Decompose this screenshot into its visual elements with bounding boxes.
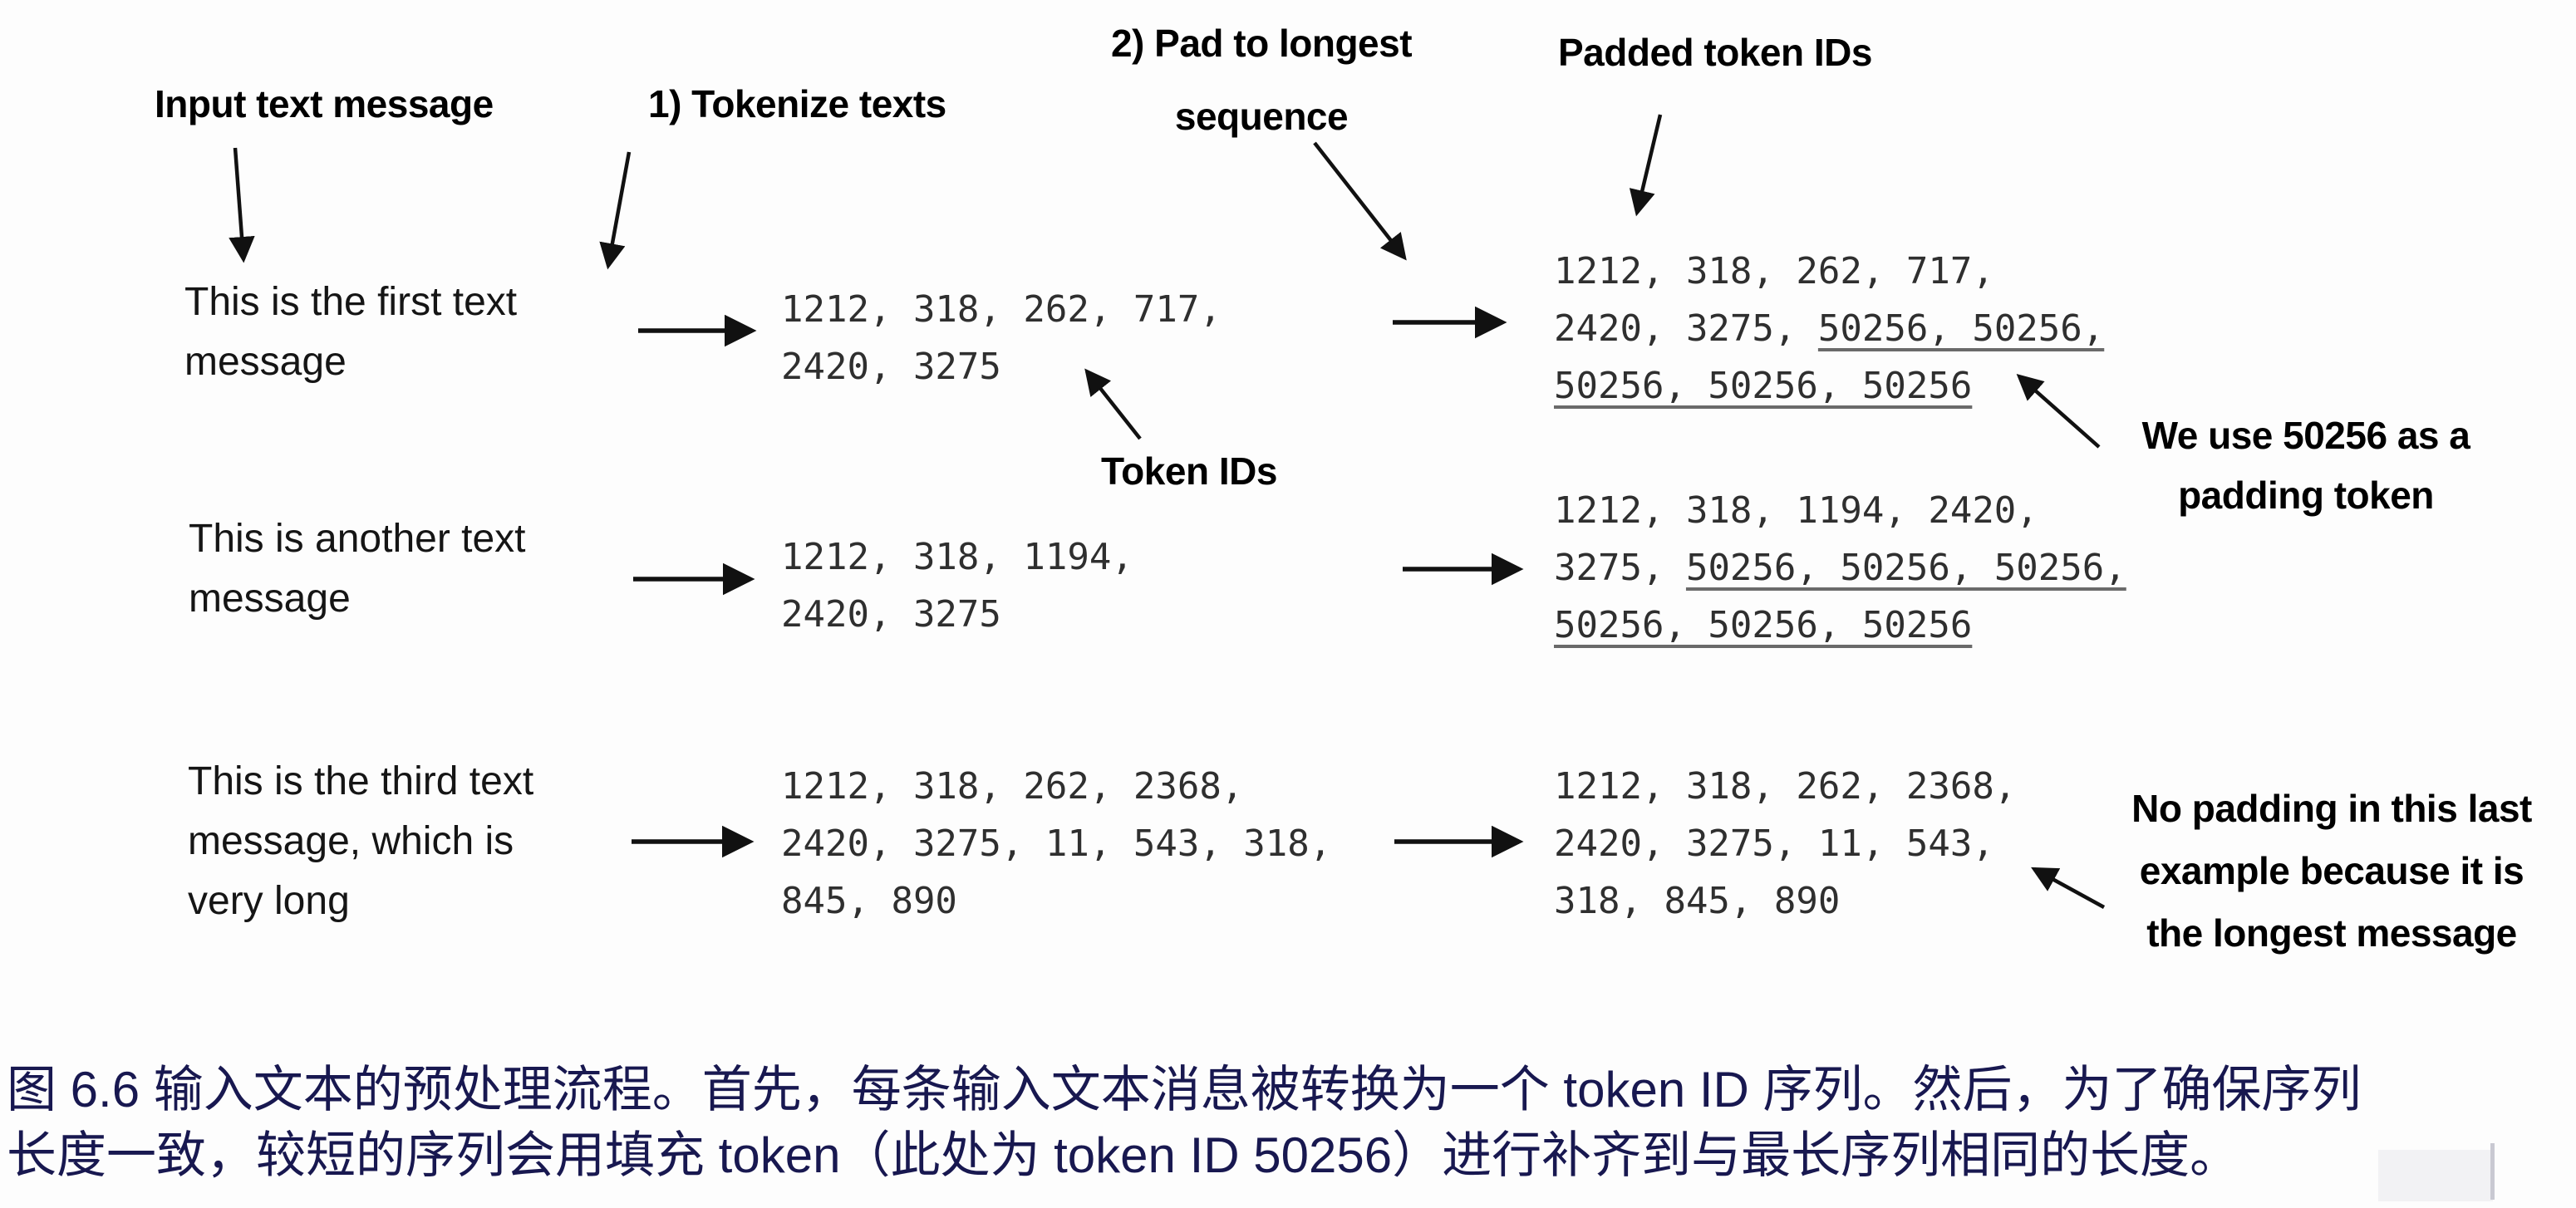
row2-input-line2: message <box>189 577 351 621</box>
row1-padded-line1-plain: 1212, 318, 262, 717, <box>1554 250 1994 292</box>
header-input-text-message: Input text message <box>155 82 494 125</box>
row1-padded-line2-pad: 50256, 50256, <box>1817 307 2105 350</box>
caret-artifact <box>2490 1143 2495 1200</box>
padding-token-note-line2: padding token <box>2178 474 2434 517</box>
row2-padded-line2: 3275, 50256, 50256, 50256, <box>1554 539 2126 597</box>
header-pad-to-longest: 2) Pad to longest sequence <box>1095 7 1428 153</box>
figure-caption-line1: 图 6.6 输入文本的预处理流程。首先，每条输入文本消息被转换为一个 token… <box>7 1062 2362 1117</box>
row3-padded-line3-plain: 318, 845, 890 <box>1554 880 1841 922</box>
row1-input-line1: This is the first text <box>184 280 518 324</box>
arrow-input-label <box>229 147 255 263</box>
row2-input-line1: This is another text <box>189 517 526 561</box>
row3-input-line3: very long <box>188 879 350 923</box>
row3-padded-line2: 2420, 3275, 11, 543, <box>1554 815 2016 872</box>
no-padding-note-line3: the longest message <box>2146 911 2517 955</box>
arrow-token-ids-note <box>1084 368 1142 440</box>
row1-token-line1: 1212, 318, 262, 717, <box>781 288 1222 331</box>
caption-highlight-artifact <box>2378 1150 2493 1201</box>
row2-padded-line2-pad: 50256, 50256, 50256, <box>1685 547 2126 589</box>
row3-padded-line1-plain: 1212, 318, 262, 2368, <box>1554 765 2017 808</box>
row1-padded-line3: 50256, 50256, 50256 <box>1554 357 2104 415</box>
row2-input-text: This is another text message <box>189 509 526 629</box>
row3-padded-line1: 1212, 318, 262, 2368, <box>1554 758 2016 815</box>
token-ids-label: Token IDs <box>1101 449 1277 493</box>
figure-caption-line2: 长度一致，较短的序列会用填充 token（此处为 token ID 50256）… <box>7 1127 2240 1183</box>
row2-padded-token-ids: 1212, 318, 1194, 2420, 3275, 50256, 5025… <box>1554 482 2126 654</box>
row3-token-line3: 845, 890 <box>781 880 957 922</box>
row3-padded-line3: 318, 845, 890 <box>1554 872 2016 930</box>
row1-input-line2: message <box>184 340 347 384</box>
row3-token-line2: 2420, 3275, 11, 543, 318, <box>781 823 1332 865</box>
row1-padded-line2-plain: 2420, 3275, <box>1554 307 1818 350</box>
row3-input-line1: This is the third text <box>188 759 534 803</box>
padding-token-note: We use 50256 as a padding token <box>2123 405 2489 525</box>
row1-padded-line3-pad: 50256, 50256, 50256 <box>1554 365 1973 407</box>
row1-input-text: This is the first text message <box>184 273 517 392</box>
row2-padded-line3: 50256, 50256, 50256 <box>1554 597 2126 654</box>
row2-token-line1: 1212, 318, 1194, <box>781 536 1133 578</box>
header-pad-line1: 2) Pad to longest <box>1110 22 1413 65</box>
arrow-no-padding-note <box>2031 867 2106 909</box>
header-padded-token-ids: Padded token IDs <box>1558 31 1872 74</box>
arrow-tokenize-label <box>599 151 632 270</box>
row2-token-ids: 1212, 318, 1194, 2420, 3275 <box>781 528 1133 643</box>
row2-padded-line3-pad: 50256, 50256, 50256 <box>1554 604 1973 646</box>
arrow-padded-label <box>1629 114 1663 217</box>
no-padding-note: No padding in this last example because … <box>2111 778 2552 965</box>
row3-padded-line2-plain: 2420, 3275, 11, 543, <box>1554 823 1994 865</box>
no-padding-note-line2: example because it is <box>2139 849 2524 892</box>
arrow-padding-note <box>2016 374 2101 449</box>
figure-caption: 图 6.6 输入文本的预处理流程。首先，每条输入文本消息被转换为一个 token… <box>7 1057 2569 1188</box>
row1-token-ids: 1212, 318, 262, 717, 2420, 3275 <box>781 281 1222 395</box>
row2-token-line2: 2420, 3275 <box>781 593 1001 636</box>
row2-padded-line1-plain: 1212, 318, 1194, 2420, <box>1554 489 2038 532</box>
row3-token-line1: 1212, 318, 262, 2368, <box>781 765 1244 808</box>
padding-token-note-line1: We use 50256 as a <box>2141 414 2470 457</box>
row1-token-line2: 2420, 3275 <box>781 346 1001 388</box>
row3-input-text: This is the third text message, which is… <box>188 752 533 931</box>
row2-padded-line1: 1212, 318, 1194, 2420, <box>1554 482 2126 539</box>
row3-input-line2: message, which is <box>188 819 514 863</box>
arrow-pad-label <box>1313 141 1407 261</box>
header-pad-line2: sequence <box>1174 95 1349 138</box>
row3-token-ids: 1212, 318, 262, 2368, 2420, 3275, 11, 54… <box>781 758 1331 930</box>
row1-padded-line2: 2420, 3275, 50256, 50256, <box>1554 300 2104 357</box>
row2-padded-line2-plain: 3275, <box>1554 547 1686 589</box>
no-padding-note-line1: No padding in this last <box>2131 787 2532 830</box>
row1-padded-token-ids: 1212, 318, 262, 717, 2420, 3275, 50256, … <box>1554 243 2104 415</box>
row1-padded-line1: 1212, 318, 262, 717, <box>1554 243 2104 300</box>
header-tokenize-texts: 1) Tokenize texts <box>648 82 946 125</box>
row3-padded-token-ids: 1212, 318, 262, 2368, 2420, 3275, 11, 54… <box>1554 758 2016 930</box>
